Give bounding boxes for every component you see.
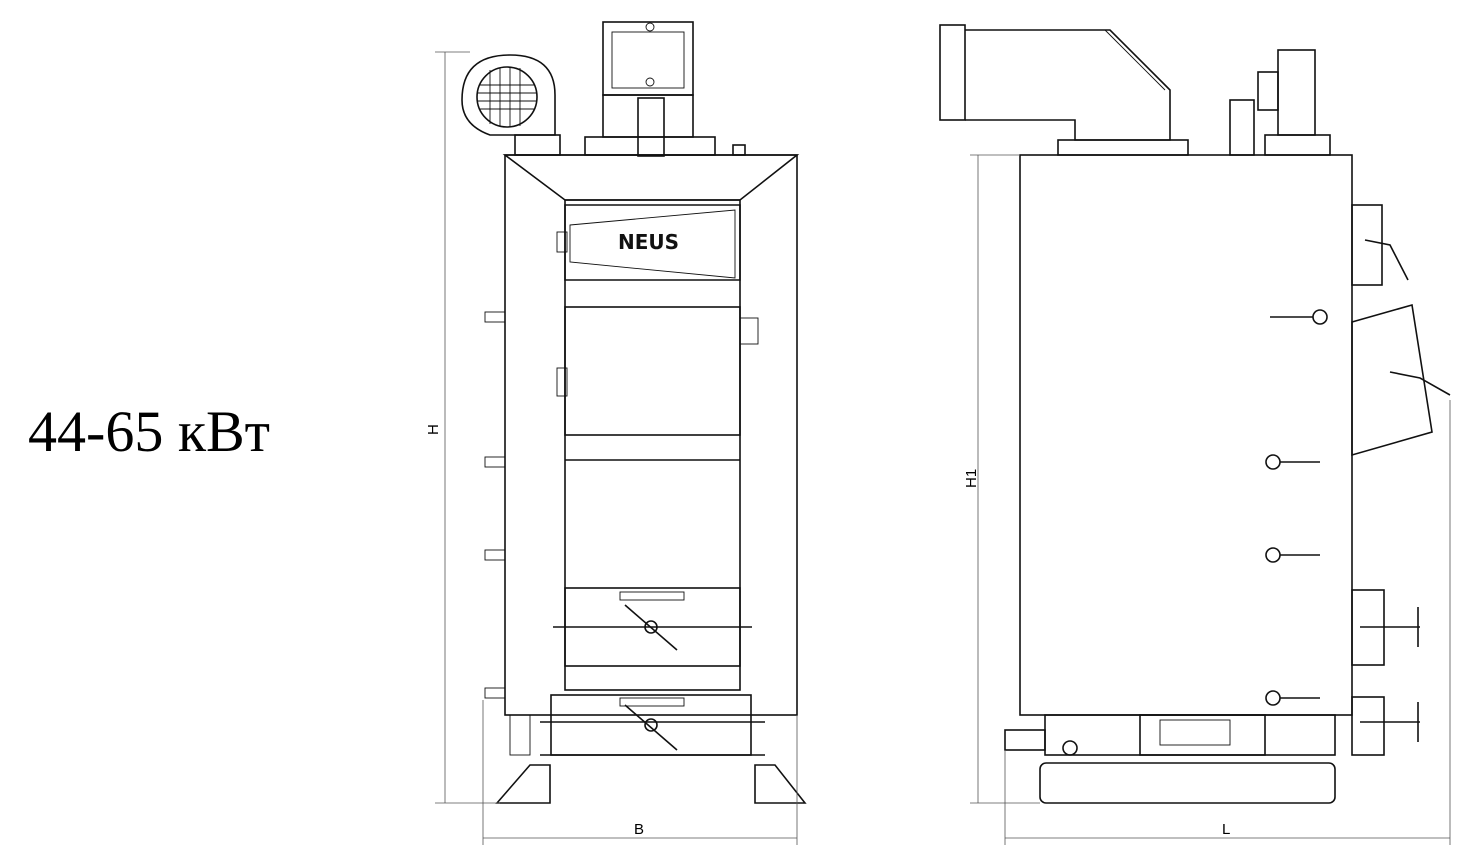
dimension-h: H	[425, 424, 442, 435]
lower-door	[540, 587, 765, 756]
brand-logo: NEUS	[618, 230, 679, 254]
dimension-h1: H1	[963, 469, 980, 488]
side-view: H1 L	[939, 24, 1451, 845]
dimension-l: L	[1222, 821, 1230, 838]
dimension-b: B	[634, 821, 644, 838]
fan-icon	[461, 54, 561, 156]
sensor-ports	[1265, 309, 1328, 706]
front-view: NEUS	[425, 21, 807, 845]
power-rating-label: 44-65 кВт	[28, 399, 271, 464]
